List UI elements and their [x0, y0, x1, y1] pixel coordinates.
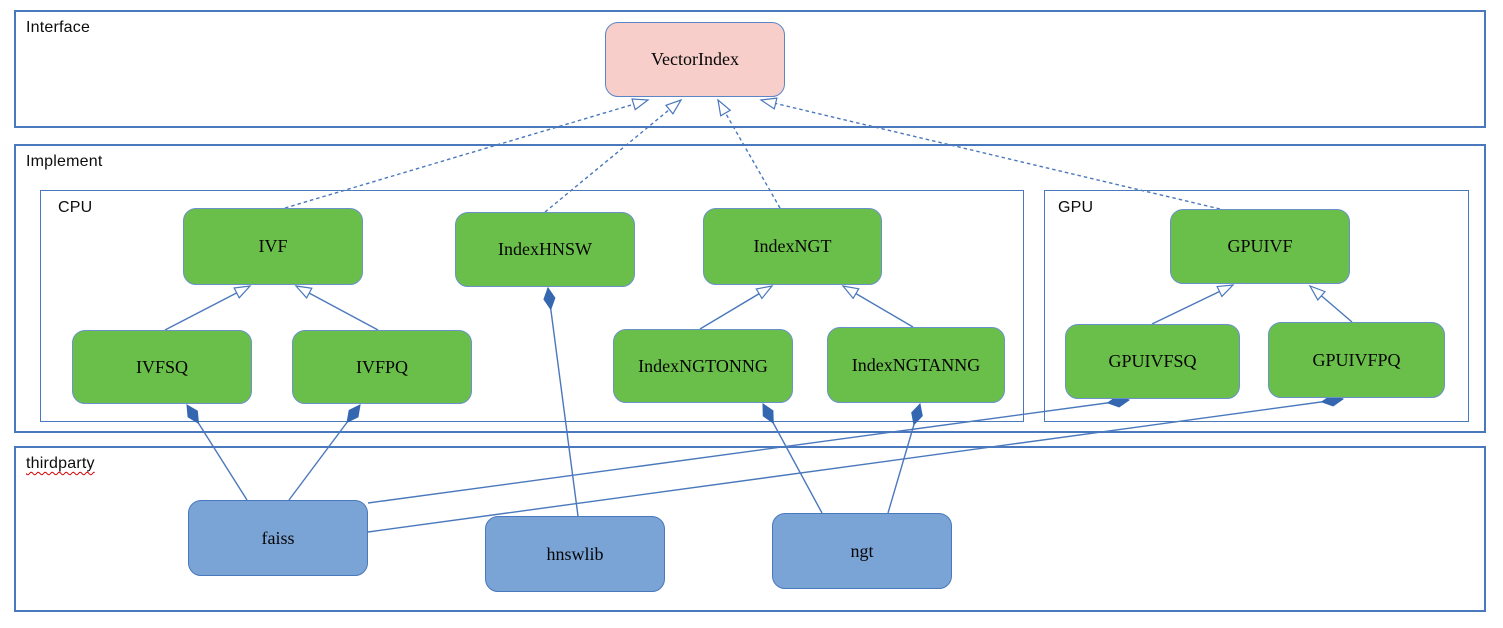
node-hnswlib[interactable]: hnswlib	[485, 516, 665, 592]
node-hnswlib-label: hnswlib	[546, 543, 604, 564]
node-indexngtonng[interactable]: IndexNGTONNG	[613, 329, 793, 403]
node-ivf-label: IVF	[258, 236, 288, 256]
edge-ivfsq-ivf[interactable]	[164, 286, 250, 331]
node-ngt-label: ngt	[850, 540, 874, 561]
node-ivfpq-label: IVFPQ	[355, 356, 408, 377]
node-faiss-label: faiss	[261, 527, 295, 548]
node-gpuivfpq[interactable]: GPUIVFPQ	[1268, 322, 1445, 398]
node-gpuivf[interactable]: GPUIVF	[1170, 209, 1350, 284]
node-indexngt[interactable]: IndexNGT	[703, 208, 882, 285]
edge-ngt-indexngtonng[interactable]	[762, 404, 823, 514]
cpu-section[interactable]: CPU	[40, 190, 1024, 422]
node-indexngtanng-label: IndexNGTANNG	[851, 354, 981, 375]
node-ivfsq-label: IVFSQ	[135, 356, 188, 377]
node-vectorindex[interactable]: VectorIndex	[605, 22, 785, 97]
node-faiss[interactable]: faiss	[188, 500, 368, 576]
edge-indexhnsw-vectorindex[interactable]	[544, 100, 681, 213]
node-indexhnsw[interactable]: IndexHNSW	[455, 212, 635, 287]
edge-indexngtonng-indexngt[interactable]	[699, 286, 772, 330]
node-ivfsq[interactable]: IVFSQ	[72, 330, 252, 404]
thirdparty-section-label: thirdparty	[26, 455, 95, 472]
node-gpuivfsq[interactable]: GPUIVFSQ	[1065, 324, 1240, 399]
node-gpuivf-label: GPUIVF	[1227, 236, 1293, 256]
edge-indexngt-vectorindex[interactable]	[718, 100, 781, 209]
thirdparty-section[interactable]: thirdparty	[14, 446, 1486, 612]
interface-section-label: Interface	[26, 19, 91, 36]
node-indexngtonng-label: IndexNGTONNG	[638, 355, 768, 376]
edge-gpuivf-vectorindex[interactable]	[761, 100, 1221, 210]
edge-faiss-gpuivfpq[interactable]	[367, 399, 1343, 533]
implement-section-label: Implement	[26, 153, 103, 170]
interface-section[interactable]: Interface	[14, 10, 1486, 128]
node-gpuivfsq-label: GPUIVFSQ	[1108, 351, 1197, 371]
edge-gpuivfpq-gpuivf[interactable]	[1310, 286, 1353, 323]
gpu-section-label: GPU	[1058, 199, 1094, 216]
edge-ngt-indexngtanng[interactable]	[887, 404, 920, 514]
node-vectorindex-label: VectorIndex	[651, 49, 739, 69]
edge-indexngtanng-indexngt[interactable]	[843, 286, 914, 328]
node-indexngtanng[interactable]: IndexNGTANNG	[827, 327, 1005, 403]
edge-faiss-gpuivfsq[interactable]	[367, 400, 1129, 504]
node-indexhnsw-label: IndexHNSW	[498, 239, 592, 259]
cpu-section-label: CPU	[58, 199, 93, 216]
node-ngt[interactable]: ngt	[772, 513, 952, 589]
implement-section[interactable]: Implement	[14, 144, 1486, 433]
edge-gpuivfsq-gpuivf[interactable]	[1151, 285, 1233, 325]
edge-ivf-vectorindex[interactable]	[284, 100, 648, 209]
gpu-section[interactable]: GPU	[1044, 190, 1469, 422]
edge-hnswlib-indexhnsw[interactable]	[548, 288, 579, 517]
edge-faiss-ivfsq[interactable]	[186, 405, 248, 501]
node-ivf[interactable]: IVF	[183, 208, 363, 285]
node-gpuivfpq-label: GPUIVFPQ	[1312, 349, 1401, 370]
node-ivfpq[interactable]: IVFPQ	[292, 330, 472, 404]
edge-faiss-ivfpq[interactable]	[288, 405, 360, 501]
edge-ivfpq-ivf[interactable]	[296, 286, 379, 331]
node-indexngt-label: IndexNGT	[753, 236, 832, 256]
